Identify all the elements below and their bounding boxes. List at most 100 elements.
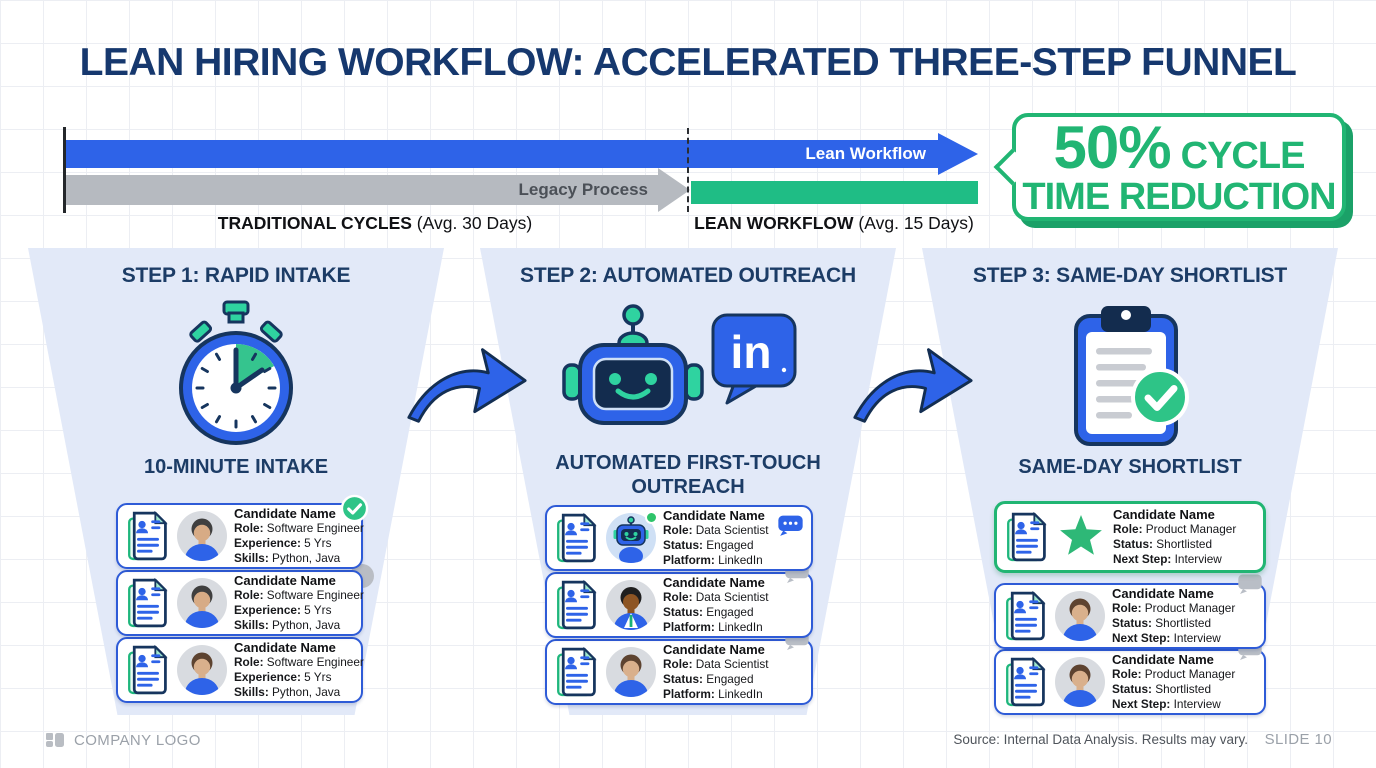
lean-workflow-caption-bold: LEAN WORKFLOW — [694, 213, 854, 233]
candidate-field: Next Step: Interview — [1112, 631, 1221, 645]
arrow-step1-to-step2-icon — [402, 338, 530, 430]
resume-document-icon — [126, 644, 170, 696]
candidate-field: Skills: Python, Java — [234, 551, 341, 565]
candidate-name: Candidate Name — [234, 640, 336, 655]
legacy-process-bar — [66, 175, 658, 205]
step3-header: STEP 3: SAME-DAY SHORTLIST — [972, 264, 1288, 287]
source-note: Source: Internal Data Analysis. Results … — [953, 732, 1248, 747]
robot-icon — [562, 304, 704, 425]
candidate-name: Candidate Name — [234, 506, 336, 521]
lean-workflow-bar — [66, 140, 938, 168]
lean-workflow-arrowhead-icon — [938, 133, 978, 175]
candidate-name: Candidate Name — [663, 642, 765, 657]
candidate-card: Candidate Name Role: Software Engineer E… — [116, 637, 364, 703]
traditional-cycles-caption: TRADITIONAL CYCLES (Avg. 30 Days) — [135, 213, 615, 234]
company-logo-text: COMPANY LOGO — [74, 731, 201, 749]
candidate-field: Skills: Python, Java — [234, 685, 341, 699]
resume-document-icon — [126, 510, 170, 562]
slide-number: SLIDE 10 — [1264, 731, 1332, 748]
resume-document-icon — [555, 579, 599, 631]
shortlisted-candidate-card: Candidate Name Role: Product Manager Sta… — [994, 501, 1266, 573]
candidate-field: Experience: 5 Yrs — [234, 603, 332, 617]
traditional-cycles-caption-bold: TRADITIONAL CYCLES — [217, 213, 412, 233]
online-status-dot — [645, 511, 658, 524]
candidate-card: Candidate Name Role: Data Scientist Stat… — [545, 505, 813, 571]
candidate-info: Candidate Name Role: Software Engineer E… — [234, 573, 364, 633]
candidate-field: Experience: 5 Yrs — [234, 536, 332, 550]
gray-chat-bubble-icon — [1237, 573, 1263, 596]
resume-document-icon — [1004, 590, 1048, 642]
stopwatch-icon — [179, 300, 293, 445]
linkedin-logo-text: in — [731, 326, 772, 378]
candidate-field: Status: Engaged — [663, 605, 754, 619]
lean-duration-bar — [691, 181, 978, 204]
candidate-field: Next Step: Interview — [1112, 697, 1221, 711]
company-logo-icon — [46, 733, 64, 747]
candidate-avatar — [606, 647, 656, 697]
candidate-info: Candidate Name Role: Software Engineer E… — [234, 640, 364, 700]
chat-bubble-icon — [777, 514, 804, 538]
candidate-avatar — [177, 511, 227, 561]
legacy-process-arrowhead-icon — [658, 168, 690, 212]
step2-caption: AUTOMATED FIRST-TOUCH OUTREACH — [555, 452, 821, 498]
lean-workflow-caption: LEAN WORKFLOW (Avg. 15 Days) — [686, 213, 982, 234]
candidate-avatar — [1055, 657, 1105, 707]
step1-caption: 10-MINUTE INTAKE — [143, 456, 329, 478]
candidate-info: Candidate Name Role: Data Scientist Stat… — [663, 508, 769, 568]
lean-workflow-bar-label: Lean Workflow — [805, 144, 926, 163]
resume-document-icon — [555, 512, 599, 564]
candidate-info: Candidate Name Role: Software Engineer E… — [234, 506, 364, 566]
badge-word-cycle: CYCLE — [1180, 134, 1306, 177]
candidate-card: Candidate Name Role: Data Scientist Stat… — [545, 572, 813, 638]
candidate-card: Candidate Name Role: Software Engineer E… — [116, 503, 363, 569]
candidate-field: Status: Engaged — [663, 538, 754, 552]
candidate-field: Role: Software Engineer — [234, 588, 364, 602]
candidate-field: Skills: Python, Java — [234, 618, 341, 632]
slide-title: LEAN HIRING WORKFLOW: ACCELERATED THREE-… — [79, 41, 1297, 84]
legacy-process-bar-label: Legacy Process — [518, 180, 648, 199]
candidate-field: Platform: LinkedIn — [663, 687, 763, 701]
candidate-field: Platform: LinkedIn — [663, 620, 763, 634]
traditional-cycles-caption-rest: (Avg. 30 Days) — [411, 213, 533, 233]
candidate-field: Status: Shortlisted — [1112, 682, 1212, 696]
candidate-field: Status: Shortlisted — [1113, 537, 1213, 551]
resume-document-icon — [1004, 656, 1048, 708]
candidate-info: Candidate Name Role: Product Manager Sta… — [1113, 507, 1236, 567]
lean-workflow-caption-rest: (Avg. 15 Days) — [853, 213, 974, 233]
check-badge-icon — [340, 494, 369, 523]
candidate-card: Candidate Name Role: Product Manager Sta… — [994, 583, 1266, 649]
resume-document-icon — [126, 577, 170, 629]
step1-header: STEP 1: RAPID INTAKE — [121, 264, 351, 287]
candidate-card: Candidate Name Role: Product Manager Sta… — [994, 649, 1266, 715]
candidate-name: Candidate Name — [663, 508, 765, 523]
badge-line2: TIME REDUCTION — [1022, 175, 1336, 218]
candidate-field: Status: Engaged — [663, 672, 754, 686]
candidate-name: Candidate Name — [1112, 586, 1214, 601]
candidate-field: Role: Data Scientist — [663, 523, 769, 537]
candidate-field: Platform: LinkedIn — [663, 553, 763, 567]
candidate-card: Candidate Name Role: Data Scientist Stat… — [545, 639, 813, 705]
cycle-time-reduction-badge: 50% CYCLE TIME REDUCTION — [993, 113, 1346, 221]
candidate-name: Candidate Name — [1112, 652, 1214, 667]
star-icon — [1056, 512, 1106, 562]
candidate-info: Candidate Name Role: Data Scientist Stat… — [663, 642, 769, 702]
arrow-step2-to-step3-icon — [848, 338, 976, 430]
candidate-info: Candidate Name Role: Product Manager Sta… — [1112, 586, 1235, 646]
candidate-name: Candidate Name — [663, 575, 765, 590]
candidate-avatar — [177, 578, 227, 628]
linkedin-bubble-icon: in — [711, 313, 797, 405]
resume-document-icon — [1005, 511, 1049, 563]
candidate-avatar — [1055, 591, 1105, 641]
candidate-field: Role: Data Scientist — [663, 590, 769, 604]
step3-caption: SAME-DAY SHORTLIST — [1018, 456, 1242, 478]
clipboard-check-icon — [1074, 306, 1189, 446]
footer-branding: COMPANY LOGO — [44, 729, 201, 751]
candidate-field: Status: Shortlisted — [1112, 616, 1212, 630]
step2-candidate-cards: Candidate Name Role: Data Scientist Stat… — [545, 505, 813, 710]
badge-percent: 50% — [1053, 113, 1172, 181]
candidate-name: Candidate Name — [234, 573, 336, 588]
resume-document-icon — [555, 646, 599, 698]
candidate-field: Role: Product Manager — [1113, 522, 1237, 536]
candidate-field: Role: Product Manager — [1112, 667, 1236, 681]
candidate-field: Next Step: Interview — [1113, 552, 1222, 566]
